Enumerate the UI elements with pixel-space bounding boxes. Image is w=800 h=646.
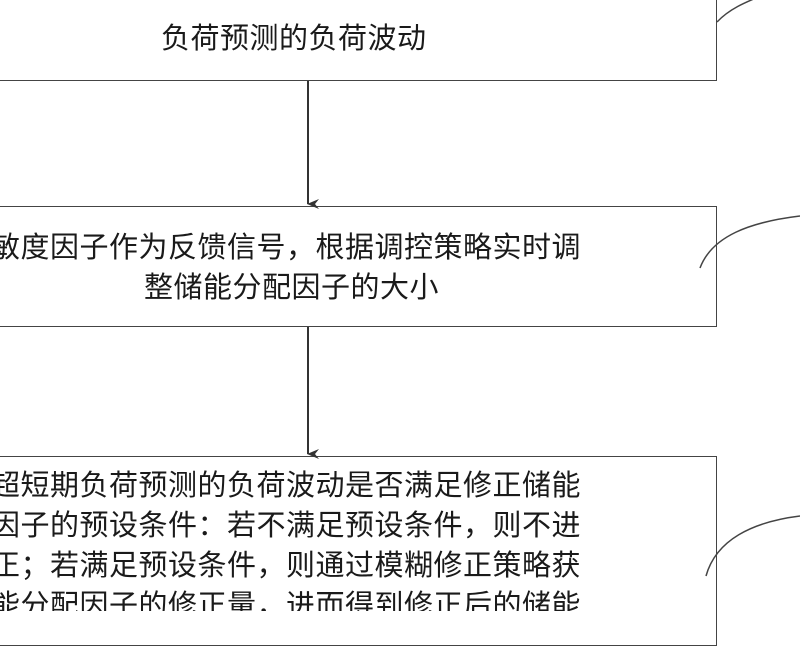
step-3-text-line-3: 正；若满足预设条件，则通过模糊修正策略获 <box>0 548 582 582</box>
flowchart-step-box-2: 敏度因子作为反馈信号，根据调控策略实时调 整储能分配因子的大小 <box>0 206 717 327</box>
callout-leader-step-1 <box>716 0 754 23</box>
callout-leader-step-3 <box>705 515 800 577</box>
flowchart-step-box-1: 负荷预测的负荷波动 <box>0 0 717 81</box>
step-1-text-line-1: 负荷预测的负荷波动 <box>161 21 427 55</box>
step-3-text-line-1: 超短期负荷预测的负荷波动是否满足修正储能 <box>0 468 582 502</box>
step-3-text-line-4: 能分配因子的修正量，进而得到修正后的储能 <box>0 588 582 622</box>
step-2-text-line-2: 整储能分配因子的大小 <box>144 270 440 304</box>
step-3-text-line-2: 因子的预设条件：若不满足预设条件，则不进 <box>0 508 582 542</box>
flowchart-step-box-3: 超短期负荷预测的负荷波动是否满足修正储能 因子的预设条件：若不满足预设条件，则不… <box>0 456 717 646</box>
step-2-text-line-1: 敏度因子作为反馈信号，根据调控策略实时调 <box>0 230 582 264</box>
